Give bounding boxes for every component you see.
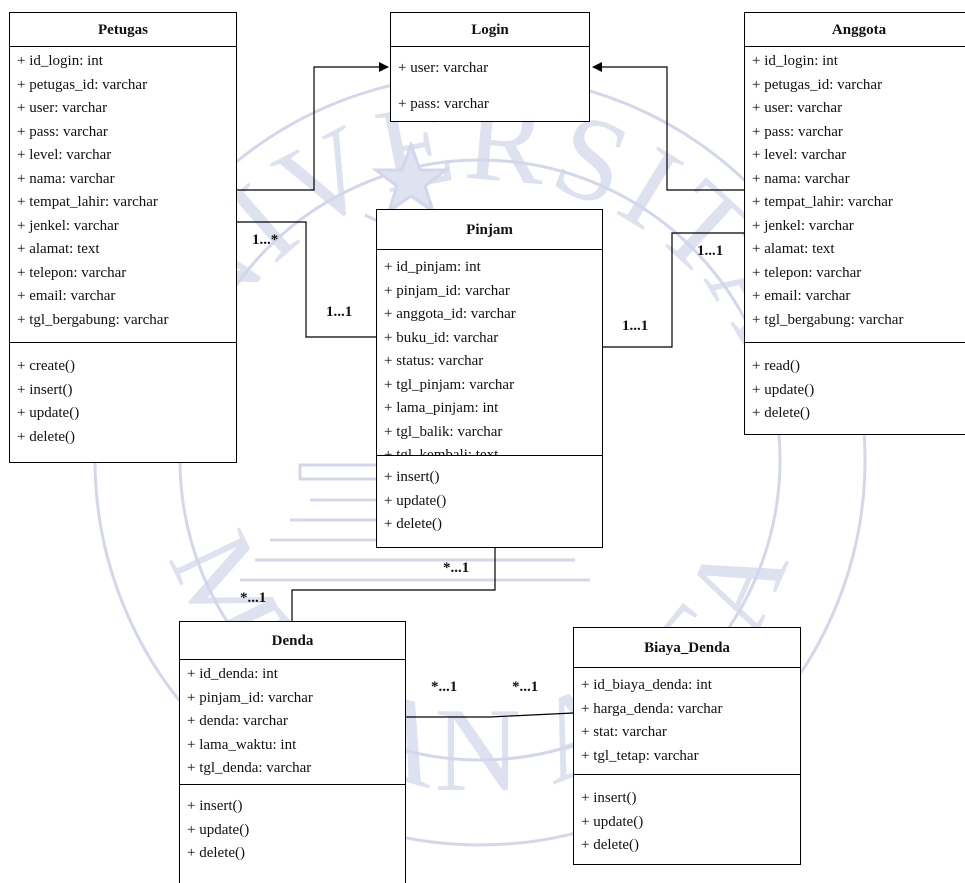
method-row: + update()	[187, 821, 250, 838]
class-title: Petugas	[10, 13, 236, 47]
attribute-row: + petugas_id: varchar	[752, 76, 883, 93]
attribute-row: + lama_waktu: int	[187, 736, 297, 753]
attribute-row: + anggota_id: varchar	[384, 306, 516, 322]
attribute-row: + tgl_denda: varchar	[187, 760, 312, 776]
attribute-row: + user: varchar	[398, 60, 489, 76]
methods-section: + read() + update() + delete()	[745, 342, 965, 428]
class-denda[interactable]: Denda + id_denda: int + pinjam_id: varch…	[179, 621, 406, 883]
class-title: Denda	[180, 622, 405, 660]
method-row: + delete()	[384, 516, 443, 532]
attribute-row: + alamat: text	[752, 241, 835, 257]
attribute-row: + email: varchar	[17, 288, 116, 304]
attribute-row: + alamat: text	[17, 241, 100, 257]
attribute-row: + pass: varchar	[752, 123, 843, 140]
attribute-row: + harga_denda: varchar	[581, 700, 723, 717]
attributes-section: + id_pinjam: int + pinjam_id: varchar + …	[377, 250, 602, 455]
method-row: + insert()	[187, 798, 243, 814]
attribute-row: + nama: varchar	[17, 170, 115, 187]
anggota-to-login-line	[592, 62, 745, 191]
method-row: + create()	[17, 358, 75, 374]
method-row: + insert()	[581, 790, 637, 806]
method-row: + read()	[752, 358, 801, 374]
attributes-section: + id_login: int + petugas_id: varchar + …	[745, 47, 965, 342]
attribute-row: + user: varchar	[17, 100, 108, 116]
method-row: + delete()	[187, 845, 246, 861]
attribute-row: + id_denda: int	[187, 666, 278, 682]
attribute-row: + nama: varchar	[752, 170, 850, 187]
multiplicity-label: *...1	[512, 679, 539, 695]
attribute-row: + petugas_id: varchar	[17, 76, 148, 93]
attribute-row: + jenkel: varchar	[752, 217, 854, 234]
method-row: + update()	[384, 492, 447, 509]
multiplicity-label: 1...1	[697, 243, 724, 259]
methods-section: + create() + insert() + update() + delet…	[10, 342, 236, 451]
class-login[interactable]: Login + user: varchar + pass: varchar	[390, 12, 590, 122]
methods-section: + insert() + update() + delete()	[180, 784, 405, 868]
multiplicity-label: 1...1	[326, 304, 353, 320]
attribute-row: + id_pinjam: int	[384, 259, 481, 275]
attribute-row: + pinjam_id: varchar	[384, 282, 510, 299]
attribute-row: + pass: varchar	[398, 96, 489, 112]
attribute-row: + tgl_tetap: varchar	[581, 747, 699, 764]
attribute-row: + status: varchar	[384, 353, 484, 369]
attribute-row: + id_biaya_denda: int	[581, 677, 712, 693]
attribute-row: + jenkel: varchar	[17, 217, 119, 234]
attributes-section: + user: varchar + pass: varchar	[391, 47, 589, 119]
multiplicity-label: *...1	[431, 679, 458, 695]
attribute-row: + tempat_lahir: varchar	[17, 194, 158, 210]
method-row: + update()	[581, 813, 644, 830]
methods-section: + insert() + update() + delete()	[574, 774, 800, 860]
multiplicity-label: 1...1	[622, 318, 649, 334]
attribute-row: + denda: varchar	[187, 713, 288, 729]
attributes-section: + id_denda: int + pinjam_id: varchar + d…	[180, 660, 405, 784]
class-biaya-denda[interactable]: Biaya_Denda + id_biaya_denda: int + harg…	[573, 627, 801, 865]
denda-to-biaya-denda-line	[405, 712, 574, 718]
attribute-row: + user: varchar	[752, 100, 843, 116]
attribute-row: + tgl_bergabung: varchar	[17, 311, 169, 328]
attributes-section: + id_biaya_denda: int + harga_denda: var…	[574, 668, 800, 774]
attribute-row: + tgl_pinjam: varchar	[384, 376, 515, 393]
multiplicity-label: 1...*	[252, 232, 279, 248]
attribute-row: + pinjam_id: varchar	[187, 689, 313, 706]
method-row: + delete()	[752, 405, 811, 421]
attribute-row: + tgl_balik: varchar	[384, 423, 503, 440]
multiplicity-label: *...1	[240, 590, 267, 606]
method-row: + delete()	[17, 428, 76, 445]
method-row: + update()	[752, 381, 815, 398]
class-title: Anggota	[745, 13, 965, 47]
attribute-row: + tgl_kembali: text	[384, 447, 499, 455]
class-title: Biaya_Denda	[574, 628, 800, 668]
attribute-row: + id_login: int	[17, 53, 103, 69]
attribute-row: + level: varchar	[17, 147, 112, 163]
method-row: + update()	[17, 405, 80, 421]
class-title: Login	[391, 13, 589, 47]
methods-section: + insert() + update() + delete()	[377, 455, 602, 539]
method-row: + delete()	[581, 837, 640, 853]
attribute-row: + id_login: int	[752, 53, 838, 69]
attribute-row: + buku_id: varchar	[384, 329, 499, 346]
attribute-row: + stat: varchar	[581, 724, 667, 740]
attributes-section: + id_login: int + petugas_id: varchar + …	[10, 47, 236, 342]
class-pinjam[interactable]: Pinjam + id_pinjam: int + pinjam_id: var…	[376, 209, 603, 548]
method-row: + insert()	[384, 469, 440, 485]
attribute-row: + telepon: varchar	[752, 264, 862, 281]
attribute-row: + email: varchar	[752, 288, 851, 304]
class-anggota[interactable]: Anggota + id_login: int + petugas_id: va…	[744, 12, 965, 435]
attribute-row: + pass: varchar	[17, 123, 108, 140]
attribute-row: + tgl_bergabung: varchar	[752, 311, 904, 328]
method-row: + insert()	[17, 381, 73, 398]
attribute-row: + tempat_lahir: varchar	[752, 194, 893, 210]
attribute-row: + lama_pinjam: int	[384, 400, 499, 416]
multiplicity-label: *...1	[443, 560, 470, 576]
petugas-to-login-line	[236, 62, 389, 191]
class-title: Pinjam	[377, 210, 602, 250]
class-petugas[interactable]: Petugas + id_login: int + petugas_id: va…	[9, 12, 237, 463]
attribute-row: + telepon: varchar	[17, 264, 127, 281]
attribute-row: + level: varchar	[752, 147, 847, 163]
